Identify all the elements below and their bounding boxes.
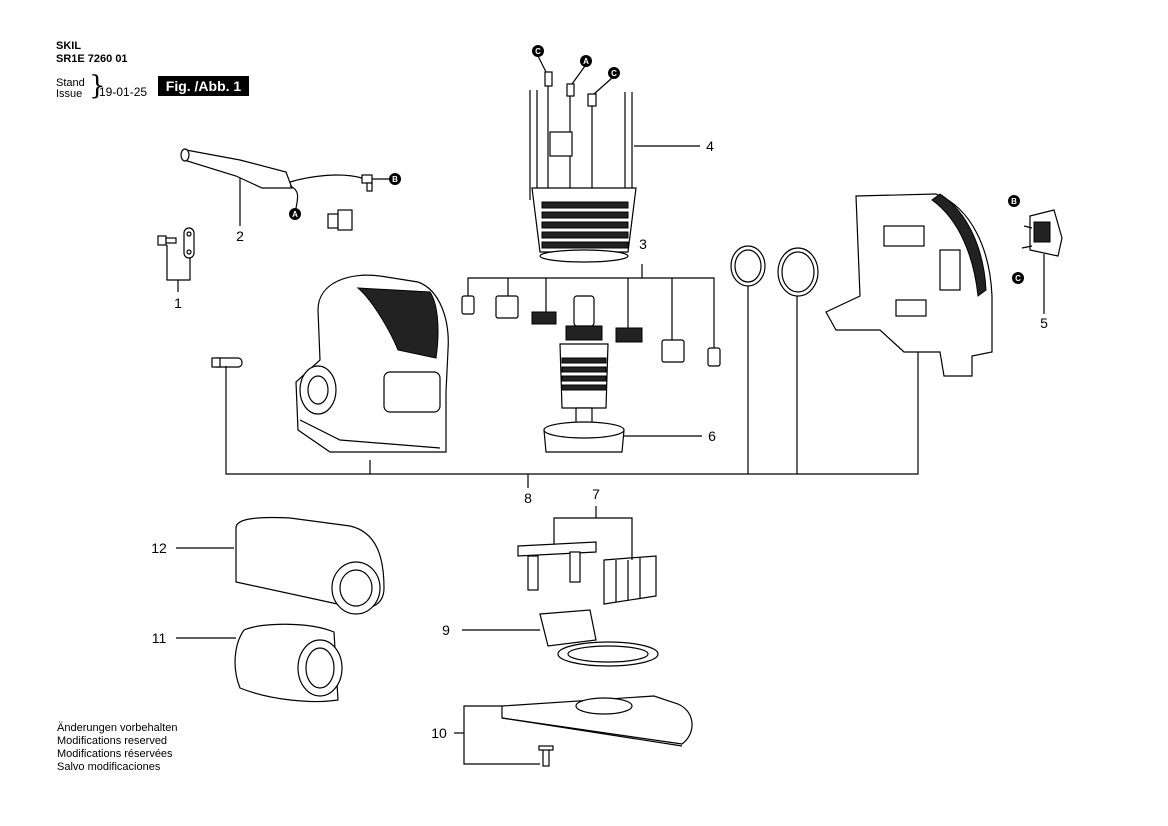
stator-windings	[541, 201, 629, 249]
part-number-11: 11	[152, 630, 167, 646]
marker-c-top-right: C	[608, 67, 620, 79]
brush-holders	[461, 295, 721, 367]
dust-outlet	[539, 609, 659, 667]
stator-field-assembly	[529, 71, 637, 263]
note-french: Modifications réservées	[57, 748, 173, 760]
motor-housing-rear	[825, 193, 993, 377]
armature-fan	[543, 295, 625, 453]
modification-notes: Änderungen vorbehalten Modifications res…	[57, 722, 177, 774]
dust-adapter	[234, 623, 343, 703]
power-cord	[180, 148, 373, 231]
armature-windings	[561, 357, 607, 391]
part-number-3: 3	[639, 236, 647, 252]
svg-text:C: C	[1015, 274, 1021, 283]
svg-text:B: B	[392, 175, 398, 184]
svg-text:C: C	[535, 47, 541, 56]
brand-name: SKIL	[56, 40, 82, 52]
part-number-4: 4	[706, 138, 714, 154]
motor-housing-front	[211, 274, 449, 453]
svg-text:C: C	[611, 69, 617, 78]
part-number-6: 6	[708, 428, 716, 444]
brace-glyph: }	[89, 71, 106, 101]
note-spanish: Salvo modificaciones	[57, 761, 161, 773]
dust-box	[235, 516, 385, 615]
part-number-12: 12	[151, 540, 167, 556]
marker-b-switch: B	[1008, 195, 1020, 207]
svg-text:A: A	[583, 57, 589, 66]
marker-c-top: C	[532, 45, 544, 57]
svg-text:A: A	[292, 210, 298, 219]
part-number-8: 8	[524, 490, 532, 506]
note-german: Änderungen vorbehalten	[57, 722, 178, 734]
part-number-9: 9	[442, 622, 450, 638]
spring-brackets	[517, 541, 657, 605]
issue-date: 19-01-25	[99, 85, 148, 99]
part-number-5: 5	[1040, 315, 1048, 331]
marker-c-switch: C	[1012, 272, 1024, 284]
note-english: Modifications reserved	[57, 735, 168, 747]
part-number-1: 1	[174, 295, 182, 311]
sanding-pad	[501, 695, 693, 767]
marker-a-cord: A	[289, 208, 301, 220]
cord-clamp-and-screw	[157, 227, 195, 259]
part-number-2: 2	[236, 228, 244, 244]
model-number: SR1E 7260 01	[56, 53, 128, 65]
stand-label: Stand	[56, 77, 85, 89]
marker-a-top: A	[580, 55, 592, 67]
figure-label: Fig. /Abb. 1	[158, 76, 249, 96]
housing-rings	[730, 245, 819, 297]
switch	[1021, 209, 1063, 257]
part-number-10: 10	[431, 725, 447, 741]
issue-label: Issue	[56, 88, 83, 100]
marker-b-cord: B	[389, 173, 401, 185]
leader-lines	[166, 55, 1045, 765]
part-number-7: 7	[592, 486, 600, 502]
svg-text:B: B	[1011, 197, 1017, 206]
